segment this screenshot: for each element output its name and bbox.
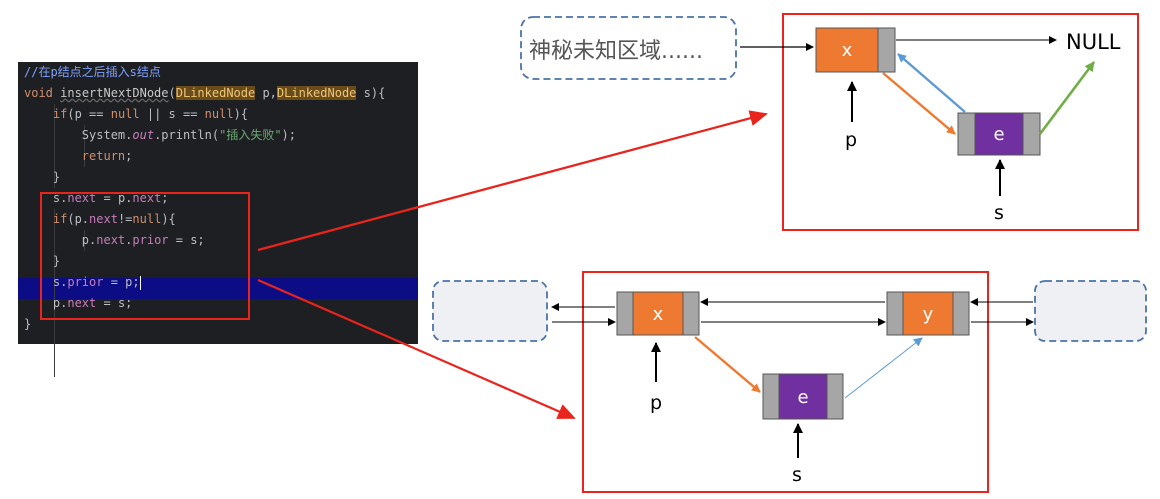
- code-line-2: void insertNextDNode(DLinkedNode p,DLink…: [24, 83, 385, 104]
- code-line-4: System.out.println("插入失败");: [24, 125, 296, 146]
- indent-guide: [54, 209, 55, 377]
- code-line-8: if(p.next!=null){: [24, 209, 176, 230]
- unknown-region-box: [520, 16, 737, 80]
- top-node-e: e: [957, 112, 1041, 156]
- top-node-e-label: e: [993, 124, 1004, 145]
- bottom-node-y-label: y: [923, 304, 934, 325]
- code-line-6: }: [24, 167, 60, 188]
- code-line-12: p.next = s;: [24, 293, 133, 314]
- code-brace: }: [24, 170, 61, 184]
- code-return: return;: [81, 149, 133, 163]
- code-editor: //在p结点之后插入s结点 void insertNextDNode(DLink…: [18, 62, 418, 377]
- text-caret: [139, 275, 141, 290]
- indent-guide: [84, 230, 85, 251]
- code-line-3: if(p == null || s == null){: [24, 104, 248, 125]
- bottom-node-y: y: [886, 291, 970, 336]
- right-region-box: [1034, 280, 1147, 342]
- bottom-frame: [582, 271, 989, 493]
- code-line-5: return;: [24, 146, 133, 167]
- indent-guide: [84, 125, 85, 167]
- unknown-region-label: 神秘未知区域......: [529, 39, 703, 64]
- bottom-node-x: x: [616, 291, 700, 336]
- code-if-pnext: if(p.next!=null){: [52, 212, 176, 226]
- arrow-x-next-to-e: [694, 336, 761, 393]
- pointer-s-label-bottom: s: [792, 464, 802, 486]
- code-line-13: }: [24, 314, 31, 335]
- code-line-7: s.next = p.next;: [24, 188, 169, 209]
- top-node-x: x: [815, 27, 896, 73]
- code-s-prior: s.prior = p;: [24, 275, 140, 289]
- pointer-p-label-bottom: p: [650, 392, 662, 414]
- pointer-p-label: p: [845, 129, 857, 151]
- code-line-10: }: [24, 251, 60, 272]
- red-arrow-to-top: [257, 110, 768, 252]
- null-label: NULL: [1066, 30, 1121, 54]
- bottom-node-x-label: x: [653, 304, 664, 325]
- arrow-e-next-to-null: [1038, 61, 1096, 135]
- pointer-s-label: s: [994, 202, 1004, 224]
- indent-guide: [54, 104, 55, 188]
- code-s-next: s.next = p.next;: [24, 191, 169, 205]
- code-println: System.out.println("插入失败");: [24, 128, 296, 142]
- code-pnext-prior: p.next.prior = s;: [24, 233, 205, 247]
- code-line-11: s.prior = p;: [24, 272, 141, 293]
- code-comment: //在p结点之后插入s结点: [24, 65, 161, 79]
- code-highlight-box: [40, 192, 250, 320]
- arrow-e-next-to-y: [844, 337, 923, 399]
- code-signature: void insertNextDNode(DLinkedNode p,DLink…: [24, 86, 386, 100]
- bottom-node-e: e: [762, 373, 844, 420]
- bottom-node-e-label: e: [797, 387, 808, 408]
- code-brace: }: [24, 317, 32, 331]
- red-arrow-to-bottom: [257, 278, 576, 420]
- code-if-null-check: if(p == null || s == null){: [52, 107, 249, 121]
- code-p-next: p.next = s;: [24, 296, 133, 310]
- arrow-e-prior-to-x: [897, 53, 966, 113]
- code-line-9: p.next.prior = s;: [24, 230, 205, 251]
- top-node-x-label: x: [842, 40, 853, 61]
- left-region-box: [432, 280, 548, 342]
- top-frame: [782, 13, 1139, 231]
- highlighted-line: [18, 278, 418, 299]
- arrow-x-next-to-e: [882, 72, 956, 135]
- code-brace: }: [24, 254, 61, 268]
- code-line-1: //在p结点之后插入s结点: [24, 62, 161, 83]
